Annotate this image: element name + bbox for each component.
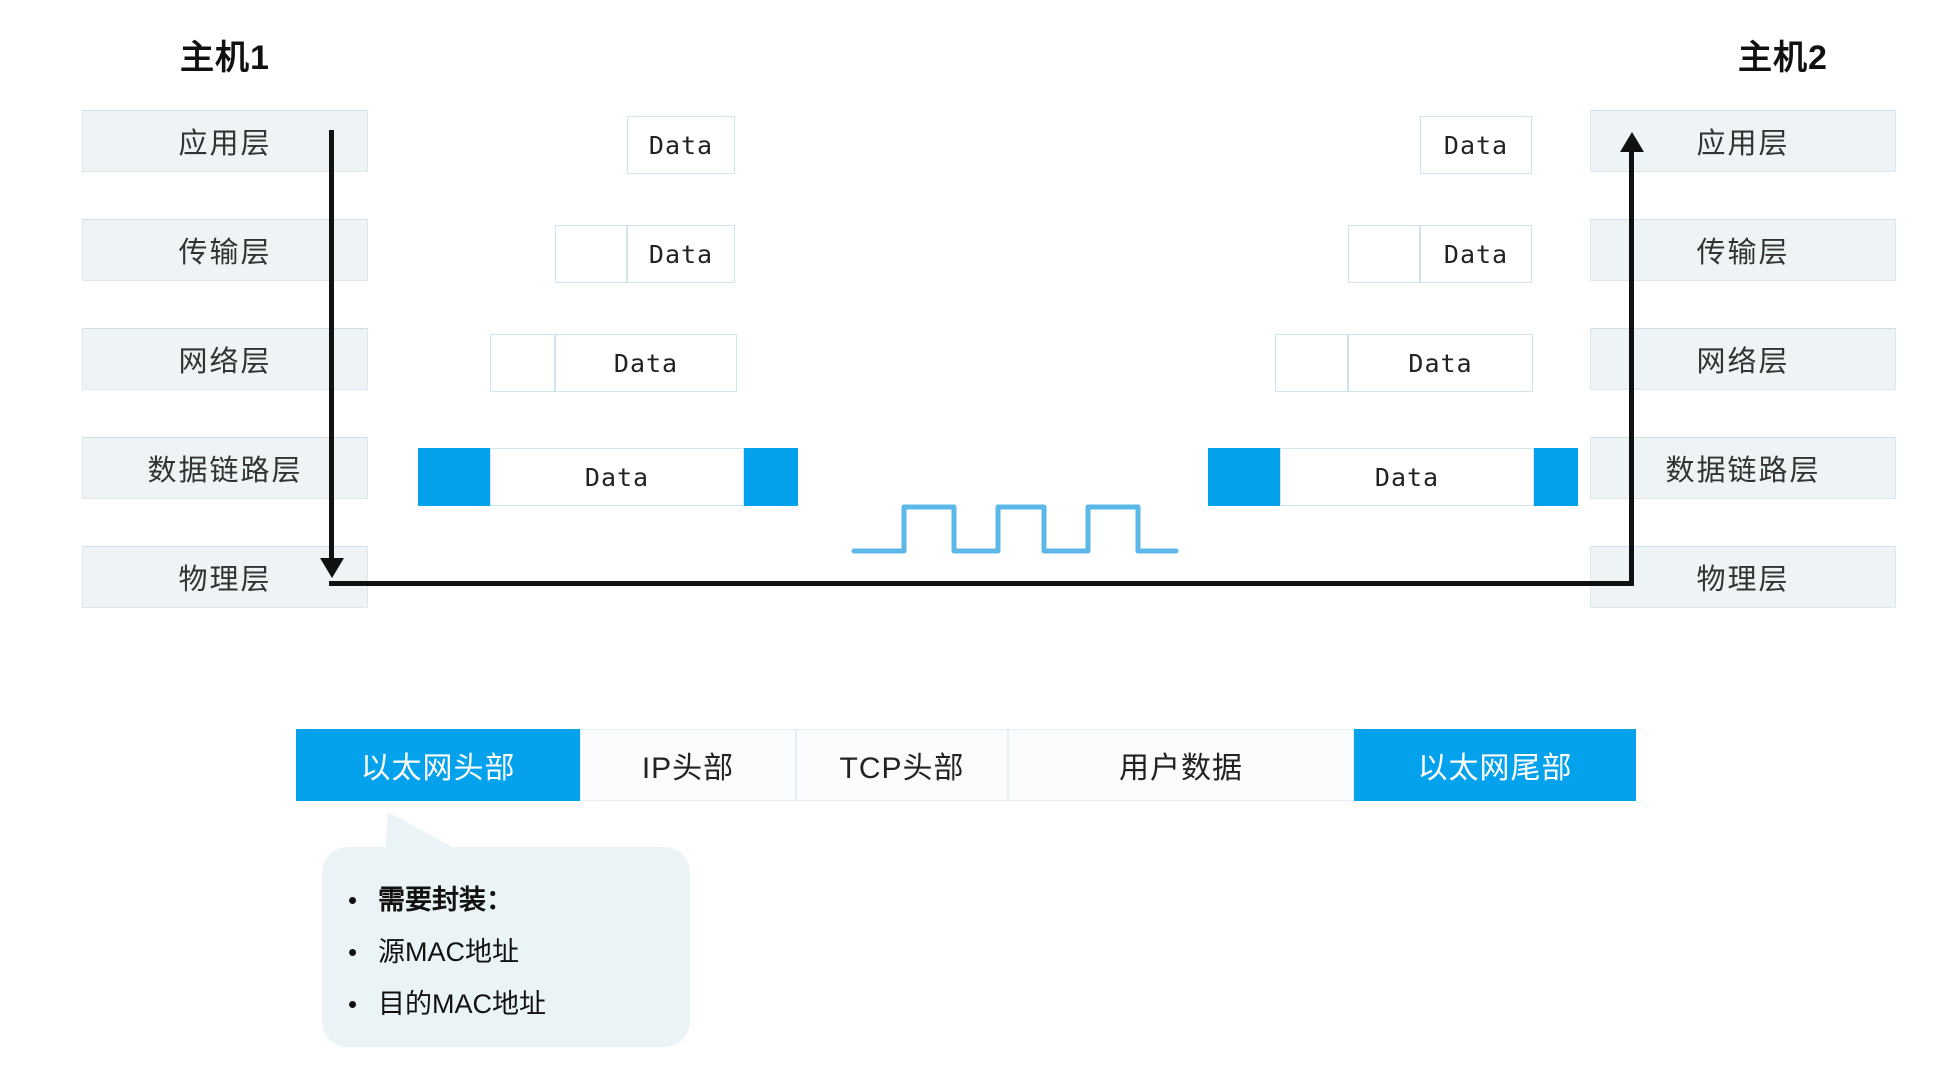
right-pdu-network: Data (1275, 334, 1533, 392)
encap-cell-user-data[interactable]: 用户数据 (1008, 729, 1354, 801)
bullet-icon: • (348, 937, 358, 967)
pdu-header-segment (1275, 334, 1348, 392)
right-pdu-transport: Data (1348, 225, 1532, 283)
host2-title: 主机2 (1738, 39, 1828, 77)
pdu-data-segment: Data (1348, 334, 1533, 392)
callout-item-label: 源MAC地址 (378, 937, 519, 967)
left-pdu-application: Data (627, 116, 735, 174)
callout-tail-icon (370, 810, 490, 875)
left-layer-transport[interactable]: 传输层 (82, 219, 368, 281)
pdu-data-segment: Data (627, 225, 735, 283)
callout-item-label: 目的MAC地址 (378, 989, 546, 1019)
pdu-header-segment (490, 334, 555, 392)
pdu-data-segment: Data (1280, 448, 1534, 506)
left-layer-datalink[interactable]: 数据链路层 (82, 437, 368, 499)
sender-arrow-vertical (329, 130, 334, 560)
pdu-blue-header-segment (1208, 448, 1280, 506)
pdu-data-segment: Data (555, 334, 737, 392)
encap-cell-ip-header[interactable]: IP头部 (580, 729, 796, 801)
right-layer-physical[interactable]: 物理层 (1590, 546, 1896, 608)
left-layer-network[interactable]: 网络层 (82, 328, 368, 390)
transmission-wire (329, 581, 1634, 586)
right-pdu-datalink: Data (1208, 448, 1578, 506)
right-layer-transport[interactable]: 传输层 (1590, 219, 1896, 281)
pdu-data-segment: Data (1420, 225, 1532, 283)
encap-cell-tcp-header[interactable]: TCP头部 (796, 729, 1008, 801)
callout-item: • 需要封装： (348, 878, 664, 917)
pdu-data-segment: Data (1420, 116, 1532, 174)
callout-item: • 源MAC地址 (348, 930, 664, 969)
bullet-icon: • (348, 885, 358, 915)
pdu-data-segment: Data (627, 116, 735, 174)
receiver-arrow-head (1620, 132, 1644, 152)
encapsulation-callout: • 需要封装： • 源MAC地址 • 目的MAC地址 (322, 847, 690, 1047)
host1-title: 主机1 (180, 39, 270, 77)
pdu-data-segment: Data (490, 448, 744, 506)
callout-item: • 目的MAC地址 (348, 982, 664, 1021)
pdu-header-segment (1348, 225, 1420, 283)
pdu-blue-header-segment (418, 448, 490, 506)
left-pdu-transport: Data (555, 225, 735, 283)
pdu-blue-trailer-segment (1534, 448, 1578, 506)
pdu-header-segment (555, 225, 627, 283)
callout-item-label: 需要封装： (378, 885, 513, 915)
bullet-icon: • (348, 989, 358, 1019)
encap-cell-ethernet-trailer[interactable]: 以太网尾部 (1354, 729, 1636, 801)
left-layer-application[interactable]: 应用层 (82, 110, 368, 172)
right-layer-network[interactable]: 网络层 (1590, 328, 1896, 390)
right-layer-datalink[interactable]: 数据链路层 (1590, 437, 1896, 499)
pdu-blue-trailer-segment (744, 448, 798, 506)
receiver-arrow-vertical (1629, 150, 1634, 586)
square-wave-signal-icon (850, 495, 1180, 570)
encap-cell-ethernet-header[interactable]: 以太网头部 (296, 729, 580, 801)
left-pdu-network: Data (490, 334, 737, 392)
left-pdu-datalink: Data (418, 448, 798, 506)
encapsulation-bar: 以太网头部 IP头部 TCP头部 用户数据 以太网尾部 (296, 729, 1636, 801)
sender-arrow-head (320, 558, 344, 578)
right-pdu-application: Data (1420, 116, 1532, 174)
right-layer-application[interactable]: 应用层 (1590, 110, 1896, 172)
